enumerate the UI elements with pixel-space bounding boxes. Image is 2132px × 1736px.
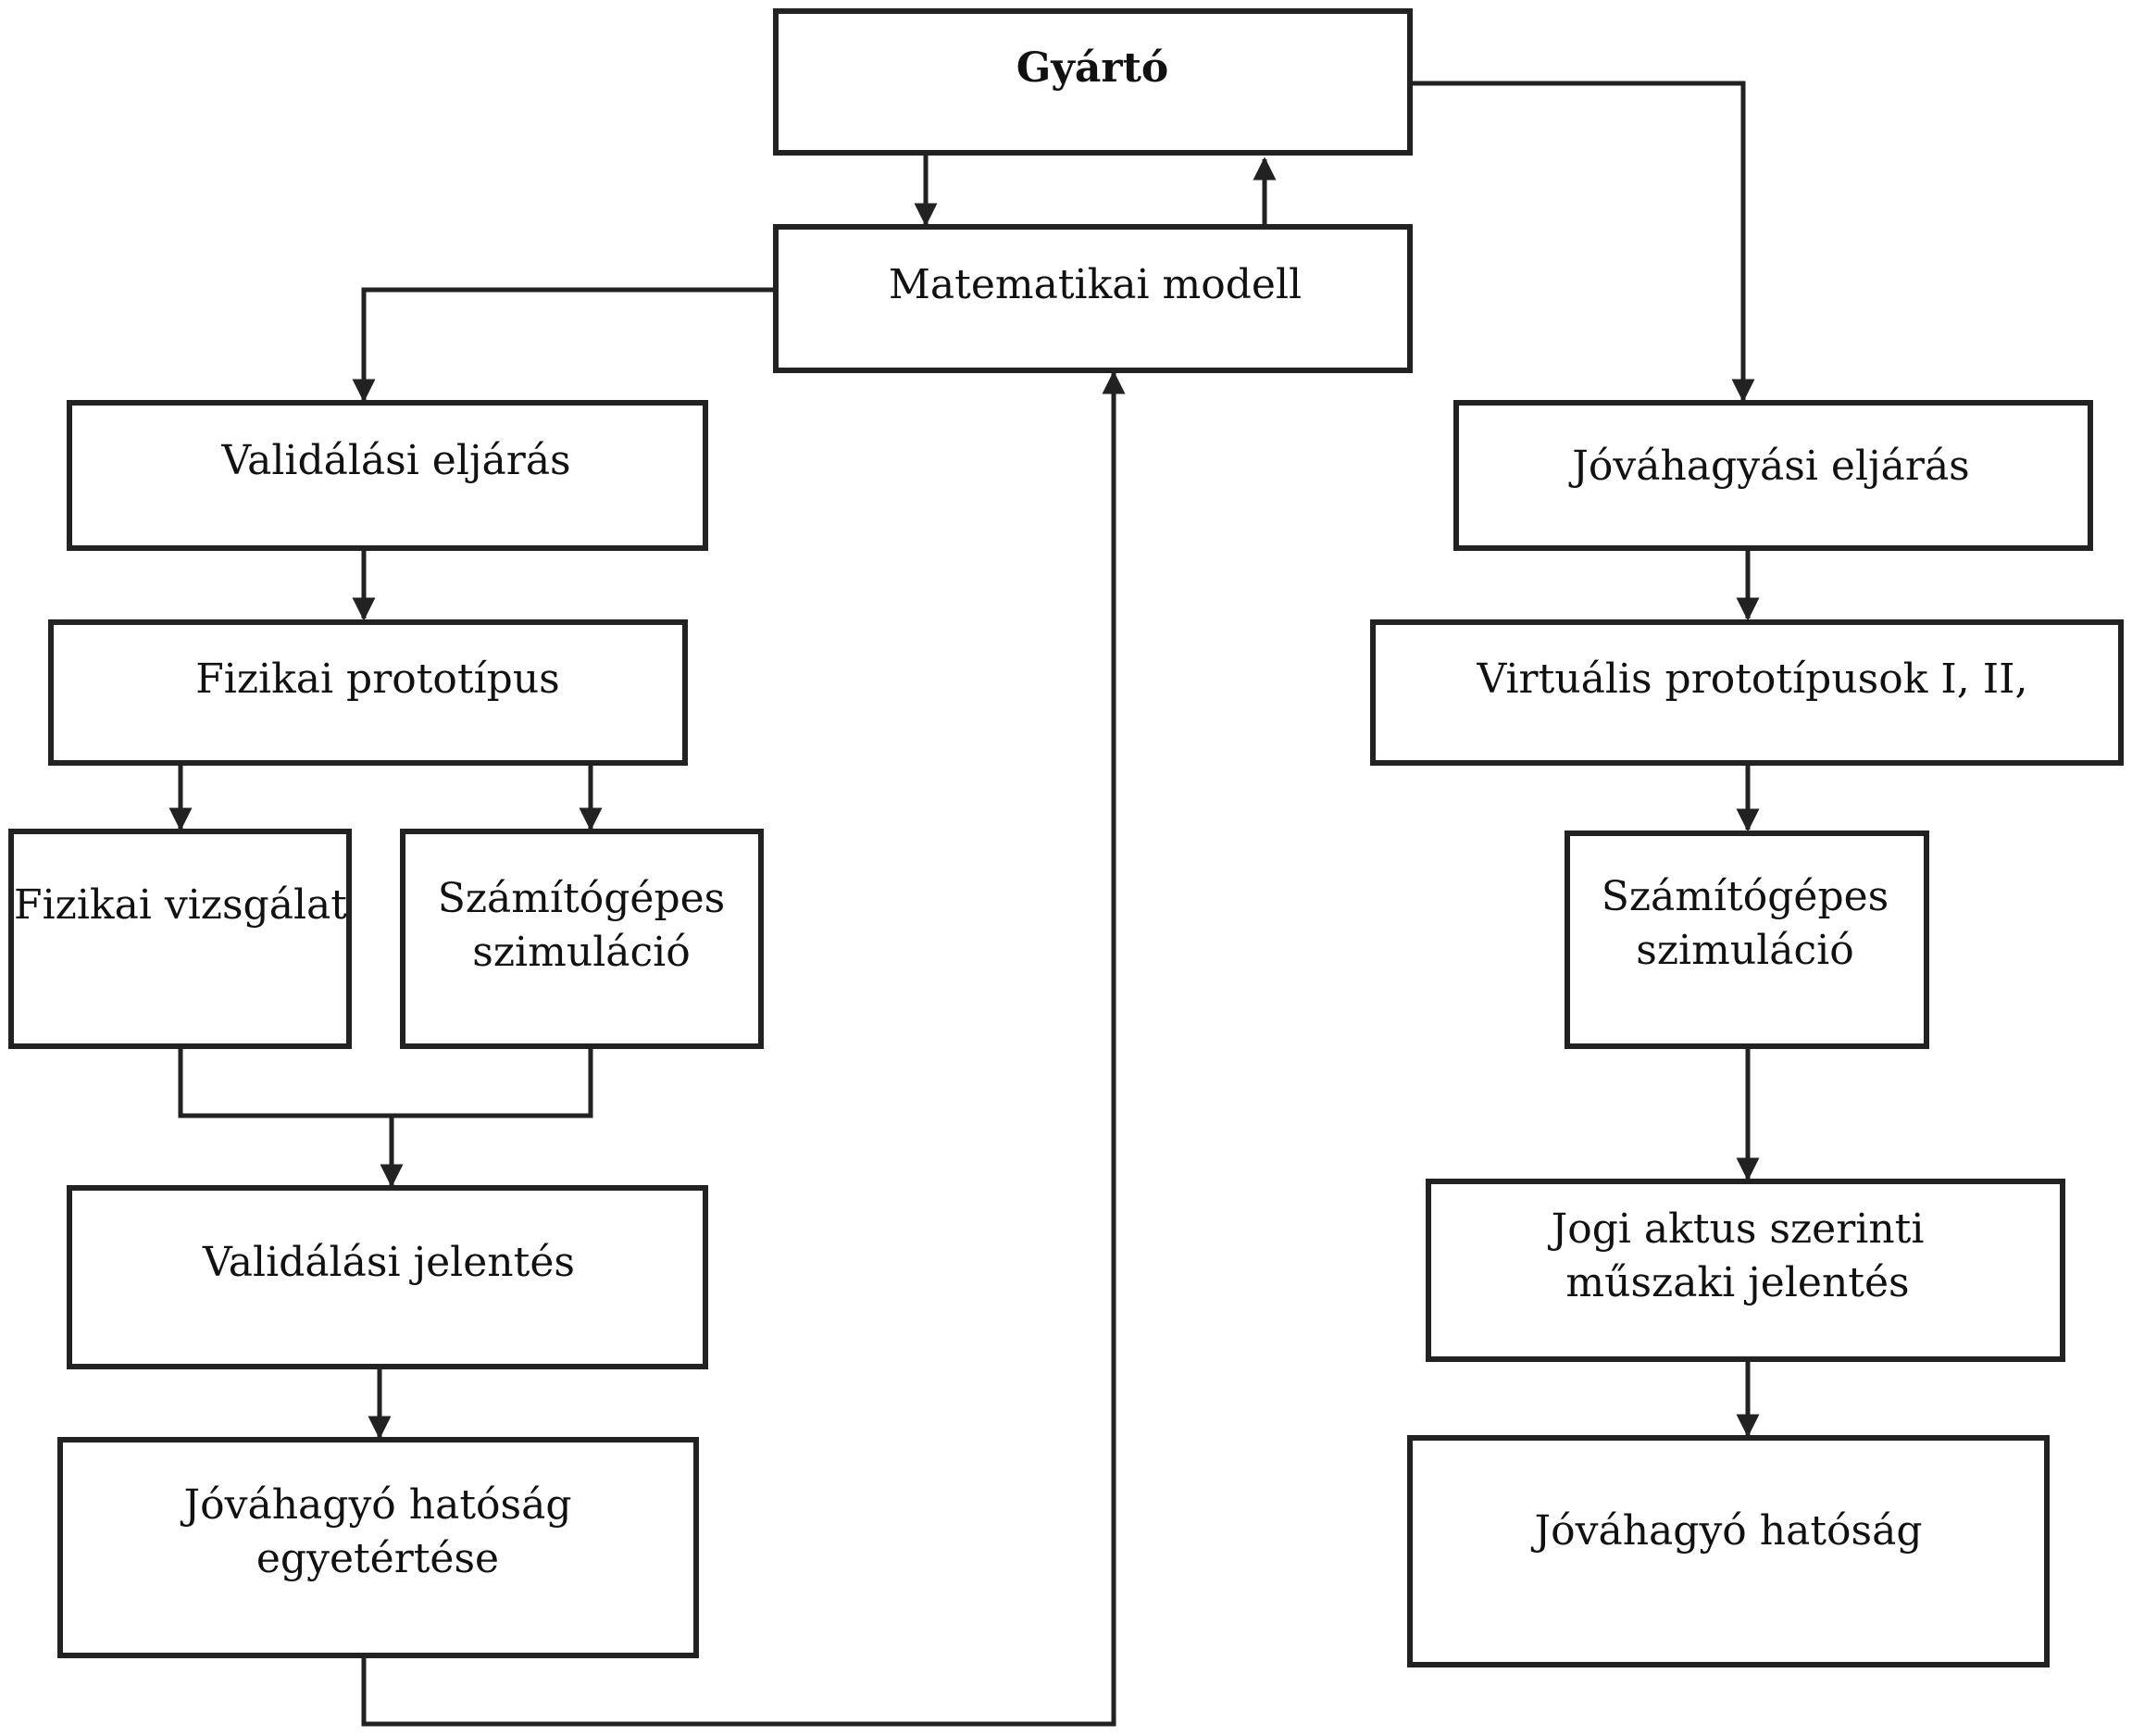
node-jovahagyo-hatosag-egyetertese-label: Jóváhagyó hatóság egyetértése [180, 1481, 571, 1582]
label-line: Validálási eljárás [220, 437, 570, 484]
node-szamitogepes-szimulacio-right: Számítógépes szimuláció [1565, 831, 1929, 1049]
edge-modell-to-validalasi [352, 287, 776, 403]
node-fizikai-vizsgalat-label: Fizikai vizsgálat [14, 881, 347, 929]
node-validalasi-jelentes: Validálási jelentés [67, 1185, 708, 1369]
node-szamitogepes-szimulacio-left: Számítógépes szimuláció [400, 829, 764, 1049]
node-fizikai-prototipus-label: Fizikai prototípus [195, 656, 560, 703]
label-line: egyetértése [256, 1535, 499, 1582]
node-jogi-aktus-jelentes: Jogi aktus szerinti műszaki jelentés [1426, 1179, 2065, 1362]
label-line: Számítógépes [438, 875, 726, 922]
node-jovahagyasi-eljaras: Jóváhagyási eljárás [1453, 400, 2093, 551]
node-virtualis-prototipusok: Virtuális prototípusok I, II, [1370, 619, 2124, 766]
connectors [168, 81, 1760, 1727]
label-line: szimuláció [472, 929, 690, 976]
edge-tests-merge [178, 1048, 593, 1118]
label-line: Jóváhagyó hatóság [1530, 1507, 1922, 1555]
label-line: Számítógépes [1602, 873, 1889, 920]
node-validalasi-eljaras: Validálási eljárás [67, 400, 708, 551]
node-fizikai-vizsgalat: Fizikai vizsgálat [8, 829, 352, 1049]
node-validalasi-eljaras-label: Validálási eljárás [220, 437, 570, 484]
node-fizikai-prototipus: Fizikai prototípus [48, 619, 688, 766]
node-gyarto-label: Gyártó [1016, 44, 1169, 92]
node-jovahagyasi-eljaras-label: Jóváhagyási eljárás [1568, 443, 1970, 490]
label-line: Virtuális prototípusok I, II, [1476, 656, 2027, 703]
label-line: Matematikai modell [889, 261, 1302, 308]
node-szamitogepes-szimulacio-right-label: Számítógépes szimuláció [1602, 873, 1889, 974]
label-line: Validálási jelentés [202, 1239, 575, 1286]
node-virtualis-prototipusok-label: Virtuális prototípusok I, II, [1476, 656, 2027, 703]
edge-gyarto-to-jovahagyasi [1410, 81, 1755, 403]
node-jovahagyo-hatosag-egyetertese: Jóváhagyó hatóság egyetértése [57, 1437, 699, 1658]
node-matematikai-modell-label: Matematikai modell [889, 261, 1302, 308]
node-szamitogepes-szimulacio-left-label: Számítógépes szimuláció [438, 875, 726, 976]
edge-egyetertese-to-modell [361, 370, 1126, 1727]
label-line: Jóváhagyási eljárás [1568, 443, 1970, 490]
node-jovahagyo-hatosag: Jóváhagyó hatóság [1407, 1435, 2050, 1667]
label-line: Jogi aktus szerinti [1548, 1205, 1925, 1253]
node-validalasi-jelentes-label: Validálási jelentés [202, 1239, 575, 1286]
label-line: Gyártó [1016, 44, 1169, 92]
label-line: műszaki jelentés [1565, 1259, 1909, 1306]
label-line: Fizikai vizsgálat [14, 881, 347, 929]
node-jovahagyo-hatosag-label: Jóváhagyó hatóság [1530, 1507, 1922, 1555]
node-gyarto: Gyártó [773, 8, 1413, 156]
label-line: Fizikai prototípus [195, 656, 560, 703]
label-line: szimuláció [1636, 927, 1853, 974]
label-line: Jóváhagyó hatóság [180, 1481, 571, 1529]
node-matematikai-modell: Matematikai modell [773, 224, 1413, 373]
node-jogi-aktus-jelentes-label: Jogi aktus szerinti műszaki jelentés [1548, 1205, 1925, 1306]
